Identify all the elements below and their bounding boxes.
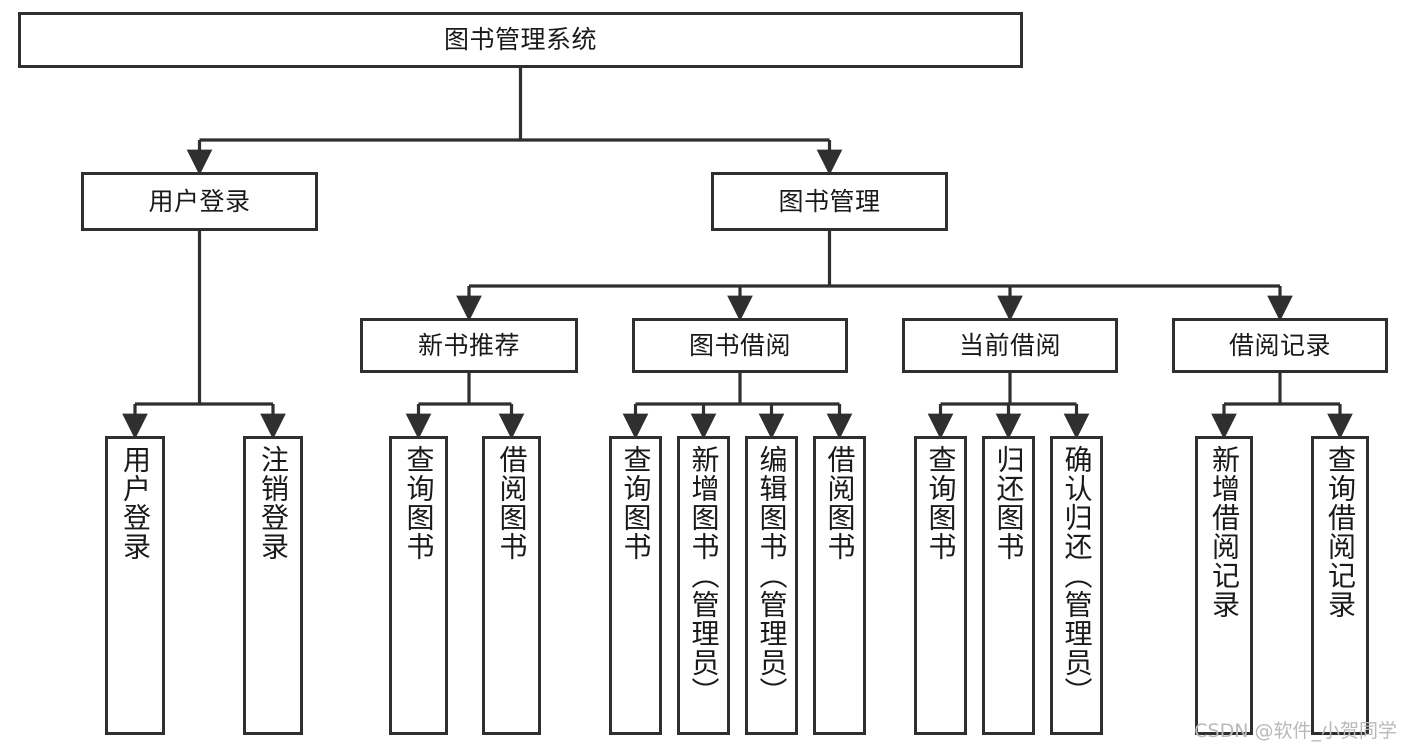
node-label-leaf-borrow-book-2: 借阅图书 bbox=[823, 445, 857, 561]
node-label-leaf-confirm-return-admin: 确认归还（管理员） bbox=[1060, 445, 1094, 706]
node-leaf-borrow-book-1[interactable]: 借阅图书 bbox=[482, 436, 541, 735]
node-label-book-management: 图书管理 bbox=[778, 186, 881, 216]
node-label-leaf-query-borrow-record: 查询借阅记录 bbox=[1324, 445, 1357, 619]
node-label-leaf-add-book-admin: 新增图书（管理员） bbox=[687, 445, 721, 706]
node-current-borrow[interactable]: 当前借阅 bbox=[902, 318, 1118, 373]
node-user-login[interactable]: 用户登录 bbox=[81, 172, 318, 231]
node-leaf-edit-book-admin[interactable]: 编辑图书（管理员） bbox=[745, 436, 798, 735]
node-leaf-user-login[interactable]: 用户登录 bbox=[105, 436, 165, 735]
node-new-book-recommend[interactable]: 新书推荐 bbox=[360, 318, 578, 373]
node-label-book-borrow: 图书借阅 bbox=[688, 330, 791, 360]
node-leaf-query-book-2[interactable]: 查询图书 bbox=[609, 436, 662, 735]
node-leaf-confirm-return-admin[interactable]: 确认归还（管理员） bbox=[1050, 436, 1103, 735]
node-label-borrow-record: 借阅记录 bbox=[1228, 330, 1331, 360]
node-label-leaf-user-logout: 注销登录 bbox=[257, 445, 290, 561]
node-root[interactable]: 图书管理系统 bbox=[18, 12, 1023, 68]
node-label-leaf-query-book-3: 查询图书 bbox=[924, 445, 958, 561]
node-leaf-borrow-book-2[interactable]: 借阅图书 bbox=[813, 436, 866, 735]
node-label-new-book-recommend: 新书推荐 bbox=[417, 330, 520, 360]
node-label-leaf-edit-book-admin: 编辑图书（管理员） bbox=[755, 445, 789, 706]
node-leaf-add-book-admin[interactable]: 新增图书（管理员） bbox=[677, 436, 730, 735]
node-label-leaf-query-book-2: 查询图书 bbox=[619, 445, 653, 561]
node-leaf-query-book-3[interactable]: 查询图书 bbox=[914, 436, 967, 735]
node-label-leaf-add-borrow-record: 新增借阅记录 bbox=[1208, 445, 1241, 619]
watermark-text: CSDN @软件_小贺同学 bbox=[1194, 720, 1397, 742]
node-label-root: 图书管理系统 bbox=[443, 25, 597, 55]
node-leaf-return-book[interactable]: 归还图书 bbox=[982, 436, 1035, 735]
node-book-borrow[interactable]: 图书借阅 bbox=[632, 318, 848, 373]
node-label-leaf-query-book-1: 查询图书 bbox=[402, 445, 436, 561]
node-book-management[interactable]: 图书管理 bbox=[711, 172, 948, 231]
node-label-current-borrow: 当前借阅 bbox=[958, 330, 1061, 360]
node-label-leaf-user-login: 用户登录 bbox=[119, 445, 152, 561]
node-leaf-query-borrow-record[interactable]: 查询借阅记录 bbox=[1311, 436, 1369, 735]
node-label-user-login: 用户登录 bbox=[148, 186, 251, 216]
node-leaf-user-logout[interactable]: 注销登录 bbox=[243, 436, 303, 735]
node-label-leaf-borrow-book-1: 借阅图书 bbox=[495, 445, 529, 561]
node-leaf-add-borrow-record[interactable]: 新增借阅记录 bbox=[1195, 436, 1253, 735]
node-label-leaf-return-book: 归还图书 bbox=[992, 445, 1026, 561]
node-leaf-query-book-1[interactable]: 查询图书 bbox=[389, 436, 448, 735]
node-borrow-record[interactable]: 借阅记录 bbox=[1172, 318, 1388, 373]
